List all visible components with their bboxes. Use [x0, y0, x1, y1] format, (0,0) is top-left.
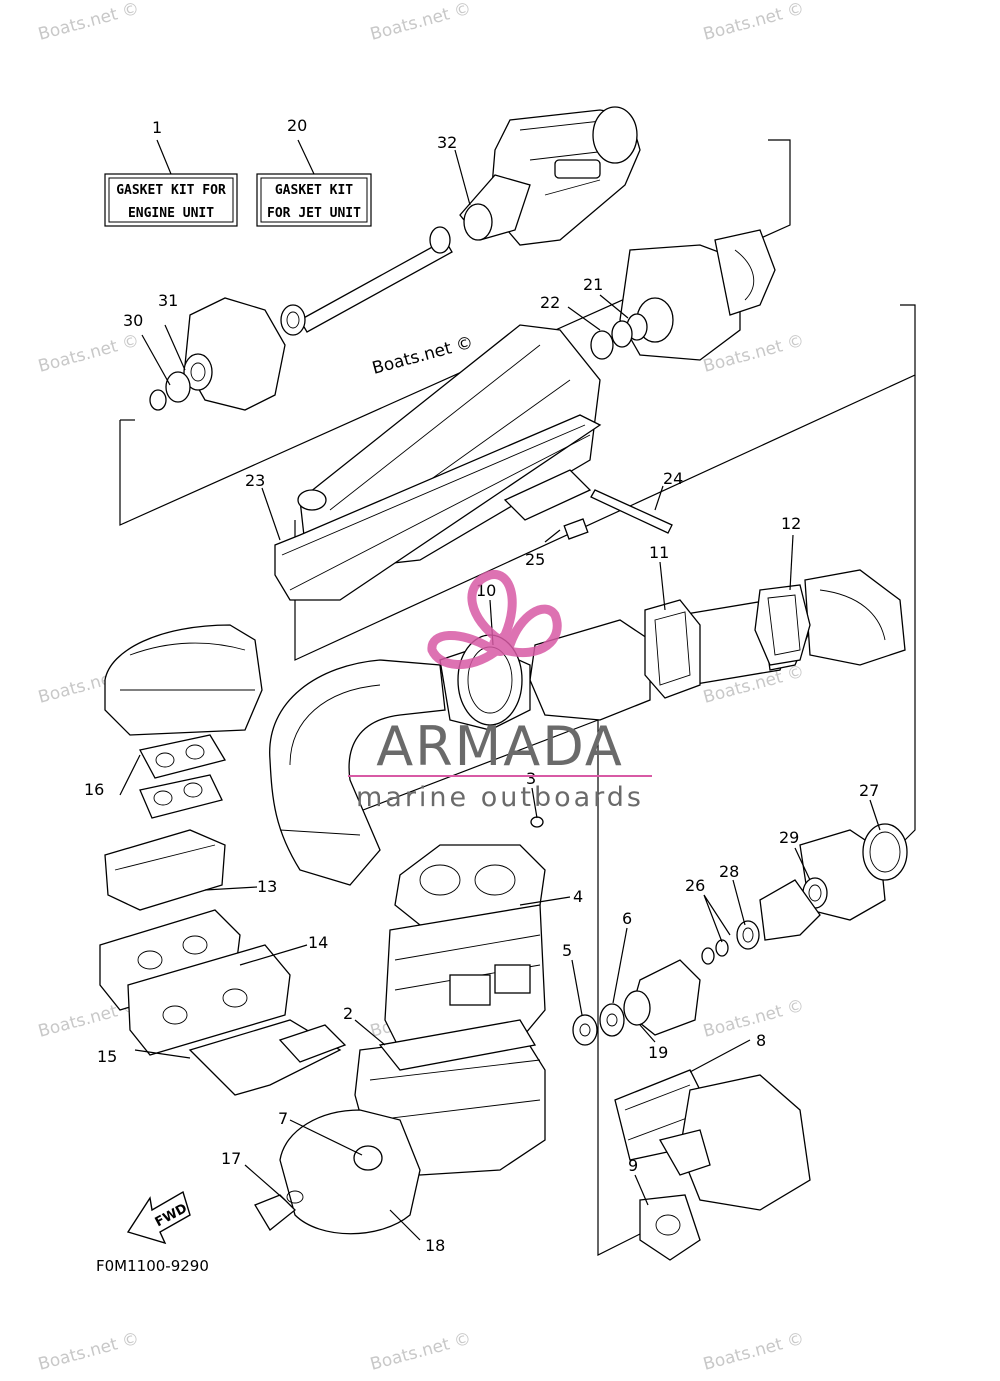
callout-number: 26 — [685, 876, 705, 895]
callout-number: 23 — [245, 471, 265, 490]
coupler-5-6-19 — [572, 959, 701, 1046]
callout-number: 1 — [152, 118, 162, 137]
kit-box-engine: 1 GASKET KIT FOR ENGINE UNIT — [104, 118, 238, 227]
callout-number: 6 — [622, 909, 632, 928]
cylinder-block — [384, 904, 546, 1051]
exhaust-manifold — [614, 1069, 811, 1211]
watermark-text-dark: Boats.net © — [370, 333, 475, 379]
callout-number: 28 — [719, 862, 739, 881]
callout-number: 25 — [525, 550, 545, 569]
callout-number: 8 — [756, 1031, 766, 1050]
callout-number: 30 — [123, 311, 143, 330]
jet-impeller-housing — [619, 229, 776, 361]
callout-number: 19 — [648, 1043, 668, 1062]
callout-number: 22 — [540, 293, 560, 312]
callout-number: 7 — [278, 1109, 288, 1128]
kit-box-line1: GASKET KIT FOR — [116, 183, 226, 198]
diagram-code: F0M1100-9290 — [96, 1257, 209, 1275]
flywheel-cover — [279, 1109, 421, 1235]
watermark-text: Boats.net © — [36, 1329, 141, 1375]
brand-tagline: marine outboards — [356, 782, 644, 813]
intake-manifold — [99, 909, 291, 1056]
callout-number: 11 — [649, 543, 669, 562]
carburetor-gaskets-16 — [139, 734, 227, 819]
watermark-text: Boats.net © — [701, 996, 806, 1042]
callout-number: 21 — [583, 275, 603, 294]
watermark-text: Boats.net © — [368, 0, 473, 45]
watermark-text: Boats.net © — [368, 1329, 473, 1375]
callout-number: 18 — [425, 1236, 445, 1255]
forward-direction-arrow: FWD — [126, 1190, 191, 1245]
brand-name: ARMADA — [376, 715, 624, 778]
kit-box-jet: 20 GASKET KIT FOR JET UNIT — [256, 116, 372, 227]
watermark-text: Boats.net © — [701, 1329, 806, 1375]
air-filter-case — [104, 624, 263, 736]
propeller-icon — [427, 570, 562, 669]
jet-pump-nozzle — [459, 106, 641, 246]
pump-bearing-housing — [149, 297, 286, 411]
watermark-text: Boats.net © — [36, 331, 141, 377]
kit-box-line1: GASKET KIT — [275, 183, 353, 198]
callout-number: 5 — [562, 941, 572, 960]
carburetor-body — [104, 829, 226, 911]
exhaust-gasket-12 — [754, 584, 811, 666]
callout-number: 31 — [158, 291, 178, 310]
callout-number: 2 — [343, 1004, 353, 1023]
intake-duct — [274, 324, 673, 601]
reed-valve — [188, 1019, 347, 1096]
callout-number: 29 — [779, 828, 799, 847]
fitting-17 — [254, 1190, 304, 1231]
callout-number: 14 — [308, 933, 328, 952]
exhaust-gasket-9 — [639, 1194, 701, 1261]
callout-number: 12 — [781, 514, 801, 533]
callout-number: 27 — [859, 781, 879, 800]
fitting-3 — [530, 816, 544, 828]
callout-number: 13 — [257, 877, 277, 896]
callout-number: 4 — [573, 887, 583, 906]
callout-number: 15 — [97, 1047, 117, 1066]
callout-number: 9 — [628, 1156, 638, 1175]
bearings-21-22 — [590, 313, 648, 360]
drive-shaft — [280, 226, 453, 336]
callout-number: 20 — [287, 116, 307, 135]
kit-box-line2: FOR JET UNIT — [267, 206, 361, 221]
pump-seals-28-29 — [701, 877, 828, 965]
leader-lines — [119, 149, 881, 1241]
watermark-text: Boats.net © — [36, 0, 141, 45]
watermark-text: Boats.net © — [701, 0, 806, 45]
callout-numbers: 2 3 4 5 6 7 8 9 10 11 12 13 14 15 16 17 … — [84, 133, 879, 1255]
base-gasket-2 — [378, 1019, 537, 1071]
exhaust-gasket-11 — [644, 599, 701, 699]
callout-number: 10 — [476, 581, 496, 600]
kit-box-line2: ENGINE UNIT — [128, 206, 214, 221]
callout-number: 24 — [663, 469, 683, 488]
armada-logo: ARMADA marine outboards — [348, 570, 652, 813]
callout-number: 3 — [526, 769, 536, 788]
callout-number: 32 — [437, 133, 457, 152]
cylinder-head — [394, 844, 546, 926]
exhaust-elbow — [269, 659, 446, 886]
callout-number: 16 — [84, 780, 104, 799]
callout-number: 17 — [221, 1149, 241, 1168]
